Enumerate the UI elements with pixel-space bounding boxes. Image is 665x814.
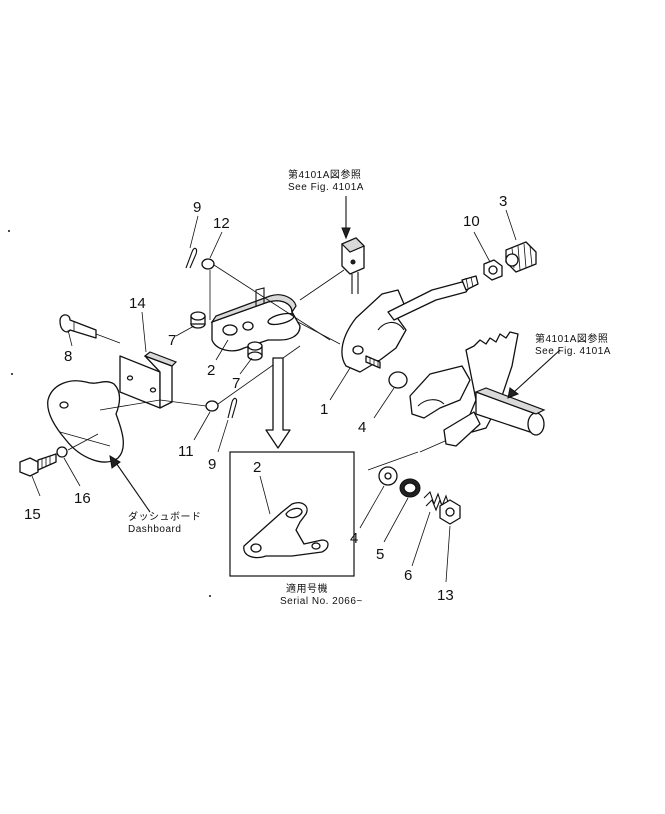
note-dashboard-en: Dashboard xyxy=(128,524,181,535)
pin-7-upper xyxy=(190,311,206,329)
note-dashboard-jp: ダッシュボード xyxy=(128,510,202,523)
cotter-pin-9-bottom xyxy=(227,397,238,419)
leader-dashboard xyxy=(113,459,151,513)
lever-1 xyxy=(341,275,479,373)
callout-8: 8 xyxy=(64,348,72,365)
washer-4-upper xyxy=(388,371,408,389)
callout-14: 14 xyxy=(129,295,146,312)
callout-9-bottom: 9 xyxy=(208,456,216,473)
connector-clevis xyxy=(340,237,366,294)
callout-2-inset: 2 xyxy=(253,459,261,476)
cotter-pin-9-top xyxy=(185,247,198,269)
washer-5 xyxy=(399,478,421,498)
link-lever-2 xyxy=(210,287,301,352)
bolt-15 xyxy=(19,453,57,477)
ratchet-assembly xyxy=(409,331,546,447)
callout-7-lower: 7 xyxy=(232,375,240,392)
note-serial-jp: 適用号機 xyxy=(286,582,328,595)
callout-2: 2 xyxy=(207,362,215,379)
dashboard-plate xyxy=(47,380,124,463)
callout-15: 15 xyxy=(24,506,41,523)
nut-10 xyxy=(483,259,503,281)
leader-right-note xyxy=(513,349,561,393)
stray-dot xyxy=(8,230,10,232)
callout-9-top: 9 xyxy=(193,199,201,216)
washer-11 xyxy=(205,400,219,412)
callout-11: 11 xyxy=(178,443,194,460)
callout-12: 12 xyxy=(213,215,230,232)
washer-16 xyxy=(56,446,68,458)
callout-3: 3 xyxy=(499,193,507,210)
arrow-to-inset xyxy=(265,357,291,449)
inset-link-2 xyxy=(243,502,329,559)
callout-13: 13 xyxy=(437,587,454,604)
callout-5: 5 xyxy=(376,546,384,563)
callout-6: 6 xyxy=(404,567,412,584)
stray-dot xyxy=(209,595,211,597)
assembly-lines xyxy=(99,264,471,471)
pin-7-lower xyxy=(247,341,263,361)
callout-10: 10 xyxy=(463,213,480,230)
bolt-8 xyxy=(59,314,121,344)
stray-dot xyxy=(11,373,13,375)
callout-7-upper: 7 xyxy=(168,332,176,349)
callout-16: 16 xyxy=(74,490,91,507)
note-serial-en: Serial No. 2066~ xyxy=(280,596,363,607)
callout-4-upper: 4 xyxy=(358,419,366,436)
callout-1: 1 xyxy=(320,401,328,418)
callout-4-lower: 4 xyxy=(350,530,358,547)
nut-13 xyxy=(439,499,461,525)
note-see-fig-right-en: See Fig. 4101A xyxy=(535,346,611,357)
washer-12 xyxy=(201,258,215,270)
callout-leaders xyxy=(31,209,517,583)
note-see-fig-top-en: See Fig. 4101A xyxy=(288,182,364,193)
note-see-fig-right-jp: 第4101A図参照 xyxy=(535,332,608,345)
note-see-fig-top-jp: 第4101A図参照 xyxy=(288,168,361,181)
bracket-14 xyxy=(119,351,178,409)
knob-3 xyxy=(505,241,537,273)
